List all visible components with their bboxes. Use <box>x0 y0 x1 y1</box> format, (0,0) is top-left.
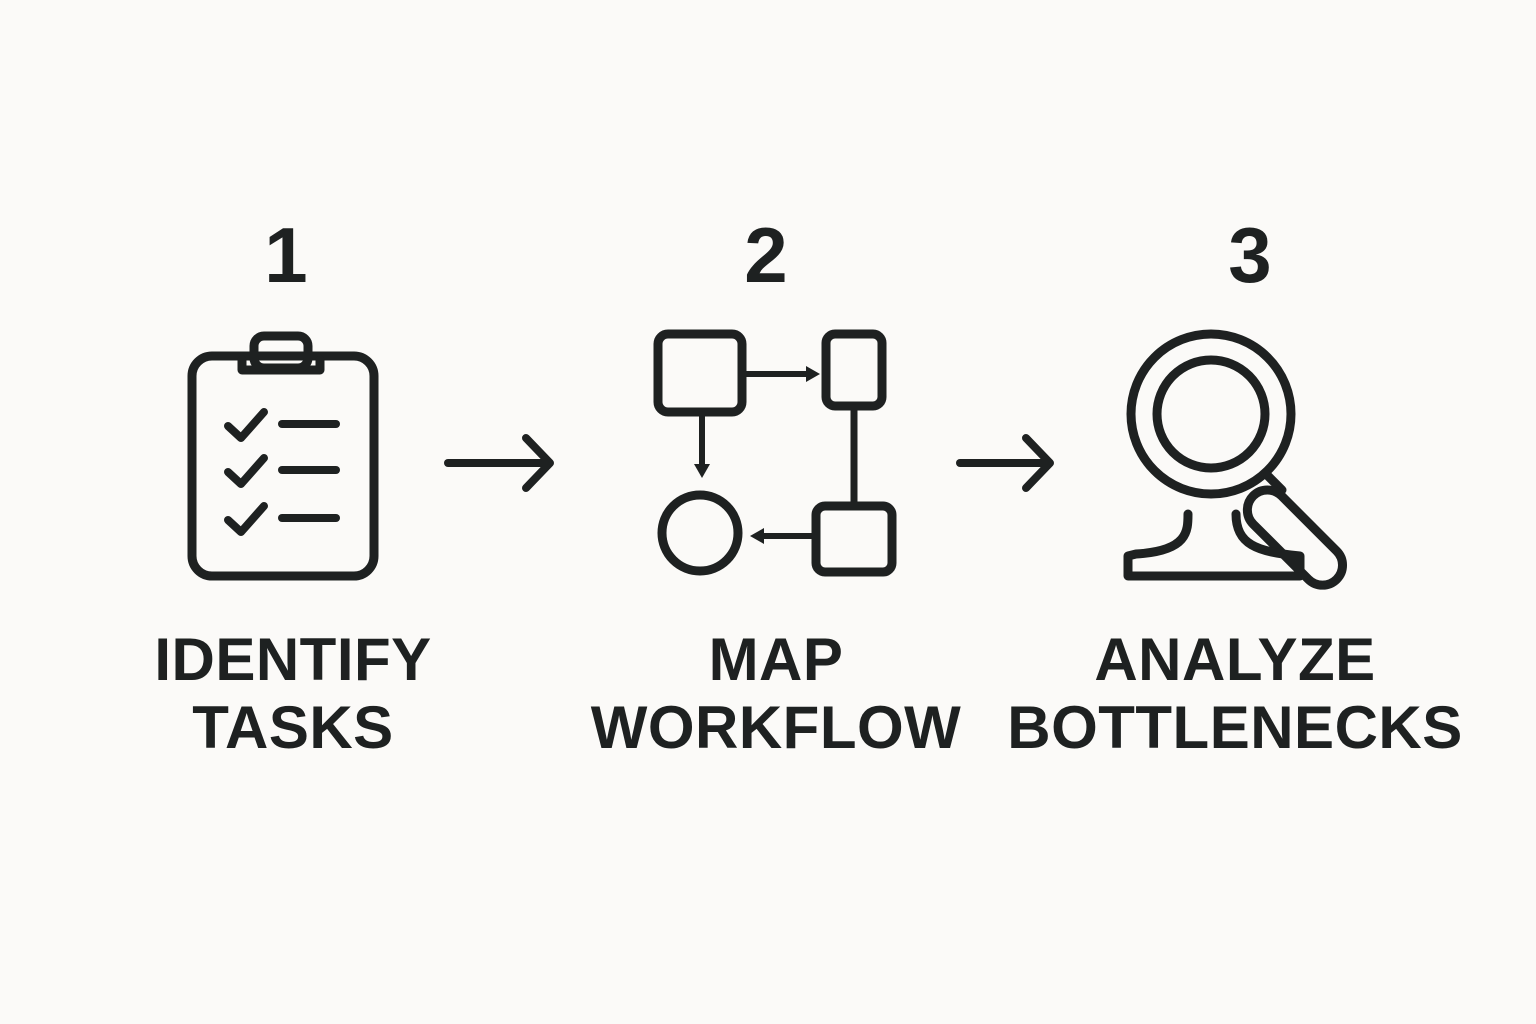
step-1-label-line-1: IDENTIFY <box>154 626 432 693</box>
step-2-label-line-2: WORKFLOW <box>590 694 962 761</box>
step-1-number: 1 <box>264 211 308 299</box>
step-1-label: IDENTIFY TASKS <box>63 626 523 762</box>
arrow-right-icon <box>956 434 1054 492</box>
step-2-label-line-1: MAP <box>708 626 844 693</box>
workflow-diagram-icon <box>653 329 897 577</box>
step-2-number: 2 <box>744 211 788 299</box>
clipboard-checklist-icon <box>187 331 379 581</box>
step-3-number: 3 <box>1228 211 1272 299</box>
magnifying-glass-icon <box>1123 329 1348 590</box>
step-1-label-line-2: TASKS <box>192 694 394 761</box>
step-2-label: MAP WORKFLOW <box>546 626 1006 762</box>
arrow-right-icon <box>444 434 554 492</box>
step-3-label-line-2: BOTTLENECKS <box>1007 694 1463 761</box>
step-3-label: ANALYZE BOTTLENECKS <box>1005 626 1465 762</box>
step-3-label-line-1: ANALYZE <box>1094 626 1376 693</box>
